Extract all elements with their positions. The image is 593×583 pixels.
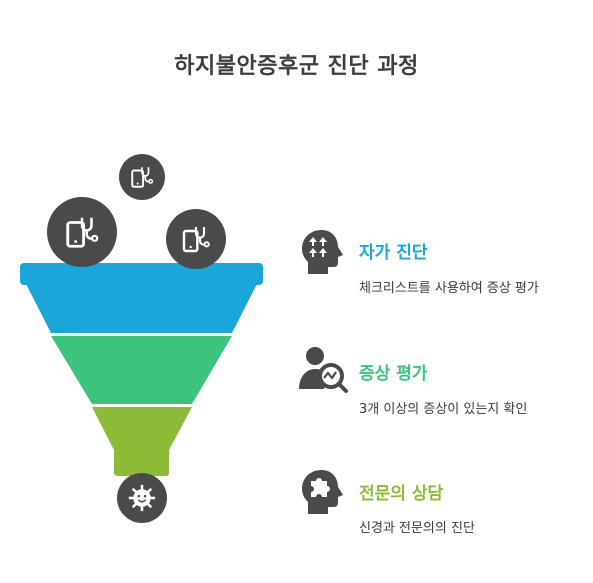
step-2-desc: 3개 이상의 증상이 있는지 확인 bbox=[359, 402, 528, 417]
input-circle-right bbox=[166, 209, 226, 269]
input-circle-top bbox=[119, 154, 165, 200]
funnel-stage-2 bbox=[51, 336, 232, 404]
gear-face-icon bbox=[128, 484, 156, 512]
step-1-desc: 체크리스트를 사용하여 증상 평가 bbox=[359, 281, 539, 296]
person-chart-search-icon bbox=[299, 347, 348, 393]
step-1-title: 자가 진단 bbox=[359, 243, 428, 263]
step-3-desc: 신경과 전문의의 진단 bbox=[359, 521, 475, 536]
phone-stethoscope-icon bbox=[131, 167, 154, 188]
diagram-title: 하지불안증후군 진단 과정 bbox=[174, 54, 419, 79]
head-arrows-icon bbox=[302, 230, 343, 274]
head-puzzle-icon bbox=[302, 470, 343, 514]
phone-stethoscope-icon bbox=[66, 217, 99, 248]
step-3-title: 전문의 상담 bbox=[359, 484, 444, 504]
funnel-stage-3 bbox=[92, 407, 192, 476]
step-2-title: 증상 평가 bbox=[359, 364, 428, 384]
input-circle-left bbox=[47, 197, 117, 267]
output-circle bbox=[117, 473, 167, 523]
phone-stethoscope-icon bbox=[182, 227, 210, 253]
funnel-stage-1 bbox=[20, 263, 263, 333]
